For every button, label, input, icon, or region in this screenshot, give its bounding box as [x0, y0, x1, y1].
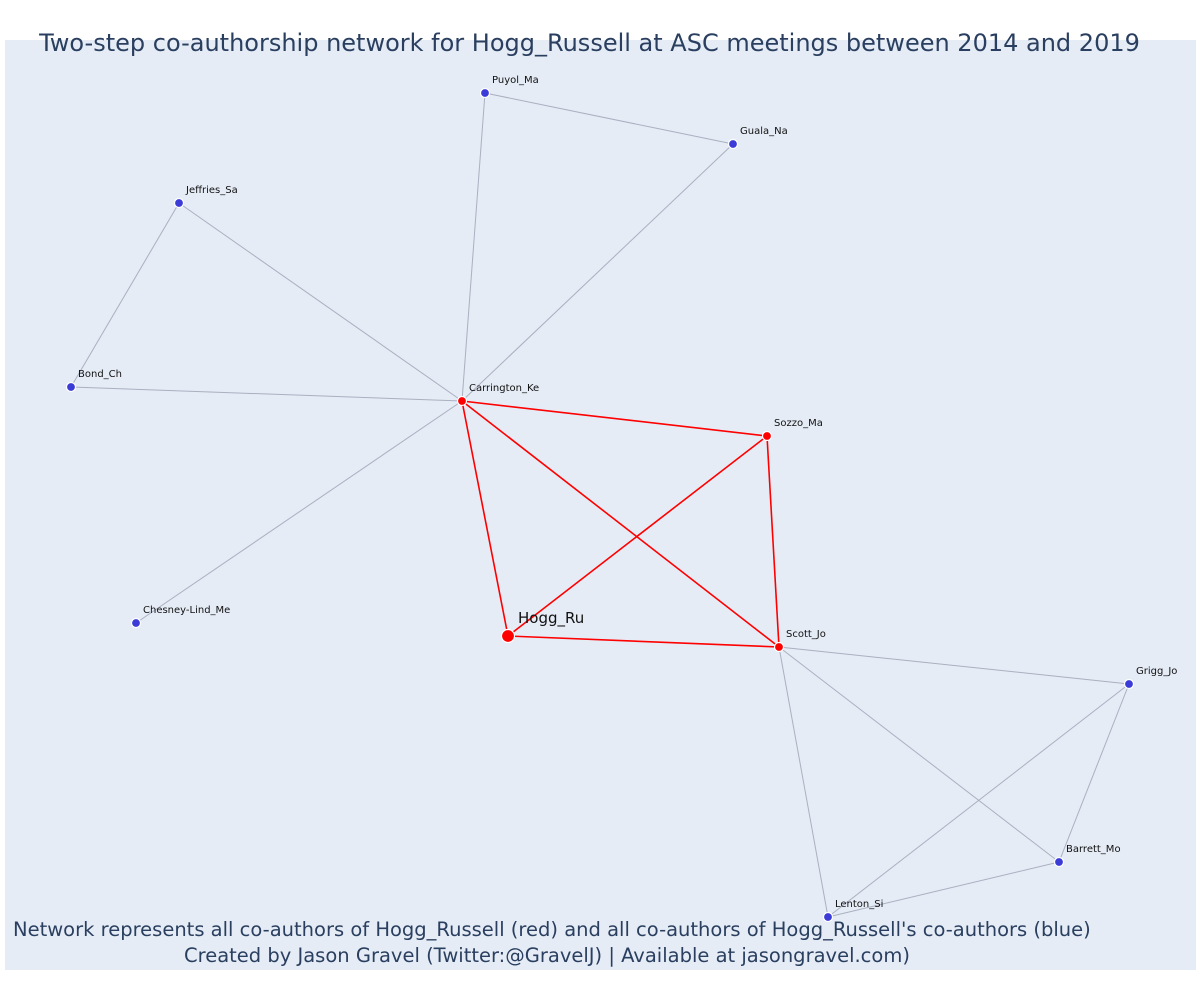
edge-hogg-ru-scott-jo — [507, 635, 780, 648]
footer-credit: Created by Jason Gravel (Twitter:@Gravel… — [184, 944, 910, 967]
node-barrett-mo[interactable] — [1053, 856, 1065, 868]
edge-carrington-ke-sozzo-ma — [461, 400, 768, 437]
edge-grigg-jo-barrett-mo — [1058, 683, 1130, 863]
edge-sozzo-ma-scott-jo — [766, 435, 780, 648]
edge-layer — [70, 92, 1130, 918]
node-label-barrett-mo: Barrett_Mo — [1066, 844, 1121, 855]
node-label-guala-na: Guala_Na — [740, 126, 788, 137]
node-label-puyol-ma: Puyol_Ma — [492, 75, 539, 86]
node-lenton-si[interactable] — [822, 911, 834, 923]
node-label-grigg-jo: Grigg_Jo — [1136, 666, 1177, 677]
node-label-carrington-ke: Carrington_Ke — [469, 383, 539, 394]
node-label-scott-jo: Scott_Jo — [786, 629, 826, 640]
node-label-sozzo-ma: Sozzo_Ma — [774, 418, 823, 429]
edge-barrett-mo-lenton-si — [827, 861, 1060, 918]
edge-hogg-ru-carrington-ke — [461, 400, 509, 637]
edge-carrington-ke-chesney-lind-me — [135, 400, 463, 624]
node-chesney-lind-me[interactable] — [130, 617, 142, 629]
node-label-lenton-si: Lenton_Si — [835, 899, 883, 910]
footer-note: Network represents all co-authors of Hog… — [13, 918, 1091, 941]
edge-puyol-ma-guala-na — [484, 92, 734, 145]
node-grigg-jo[interactable] — [1123, 678, 1135, 690]
node-bond-ch[interactable] — [65, 381, 77, 393]
edge-carrington-ke-guala-na — [461, 143, 734, 402]
edge-carrington-ke-bond-ch — [70, 386, 463, 402]
node-puyol-ma[interactable] — [479, 87, 491, 99]
node-layer — [65, 87, 1135, 923]
chart-title: Two-step co-authorship network for Hogg_… — [39, 29, 1140, 57]
edge-jeffries-sa-bond-ch — [70, 202, 180, 388]
edge-carrington-ke-jeffries-sa — [178, 202, 463, 402]
edge-carrington-ke-scott-jo — [461, 400, 780, 648]
edge-grigg-jo-lenton-si — [827, 683, 1130, 918]
node-label-hogg-ru: Hogg_Ru — [518, 609, 584, 628]
node-sozzo-ma[interactable] — [761, 430, 773, 442]
node-scott-jo[interactable] — [773, 641, 785, 653]
edge-hogg-ru-sozzo-ma — [507, 435, 768, 637]
node-jeffries-sa[interactable] — [173, 197, 185, 209]
node-guala-na[interactable] — [727, 138, 739, 150]
node-label-bond-ch: Bond_Ch — [78, 369, 122, 380]
node-label-jeffries-sa: Jeffries_Sa — [185, 185, 238, 196]
edge-scott-jo-lenton-si — [778, 646, 829, 918]
node-label-chesney-lind-me: Chesney-Lind_Me — [143, 605, 230, 616]
edge-scott-jo-grigg-jo — [778, 646, 1130, 685]
edge-carrington-ke-puyol-ma — [461, 92, 486, 402]
node-hogg-ru[interactable] — [500, 628, 516, 644]
node-carrington-ke[interactable] — [456, 395, 468, 407]
edge-scott-jo-barrett-mo — [778, 646, 1060, 863]
